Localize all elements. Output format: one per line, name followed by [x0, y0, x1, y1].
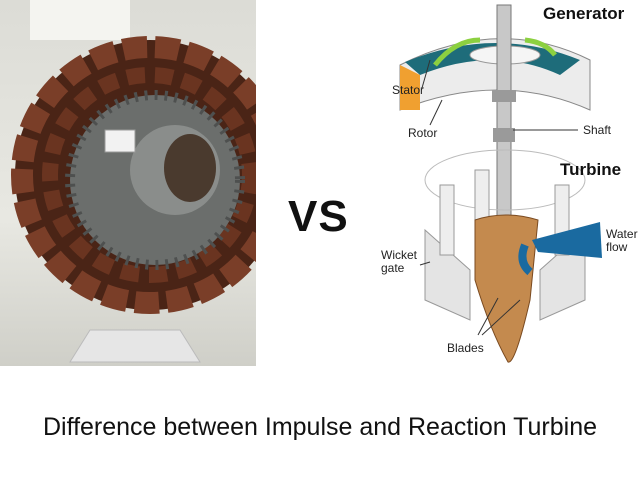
name-plate [104, 129, 136, 153]
blades-label: Blades [447, 341, 484, 355]
water-flow-label-2: flow [606, 240, 628, 254]
generator-title: Generator [543, 4, 625, 23]
wicket-gate [424, 228, 471, 321]
stator-label: Stator [392, 83, 425, 97]
wicket-gate-label-2: gate [381, 261, 405, 275]
wicket-gate-label-1: Wicket [381, 248, 417, 262]
water-flow-label-1: Water [606, 227, 638, 241]
rotor-label: Rotor [408, 126, 438, 140]
runner-blades [474, 214, 539, 363]
francis-turbine-diagram [399, 4, 602, 363]
pelton-wheel-illustration [11, 0, 256, 363]
shaft-label: Shaft [583, 123, 612, 137]
pelton-wheel-photo [0, 0, 256, 366]
vs-label: VS [288, 192, 349, 241]
shaft [496, 4, 512, 251]
caption: Difference between Impulse and Reaction … [42, 413, 598, 441]
hub [164, 134, 216, 202]
water-flow-arrow [532, 222, 602, 258]
turbine-title: Turbine [560, 160, 622, 179]
